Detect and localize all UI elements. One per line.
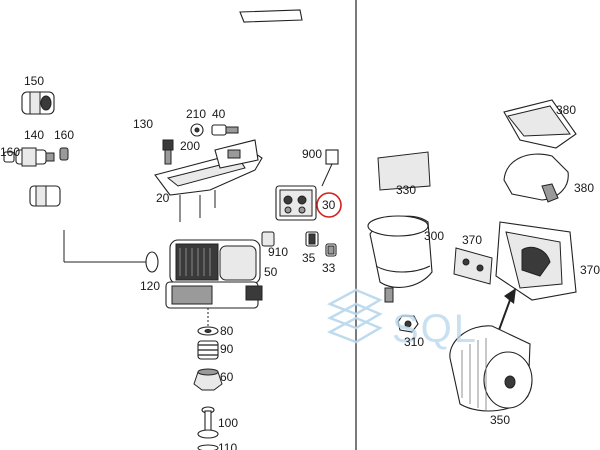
- callout-33: 33: [322, 261, 336, 275]
- callout-160-left: 160: [0, 145, 20, 159]
- callout-210: 210: [186, 107, 206, 121]
- clamp-160-right[interactable]: [59, 147, 69, 161]
- callout-330: 330: [396, 183, 416, 197]
- silencer-150[interactable]: [21, 91, 55, 115]
- callout-40: 40: [212, 107, 226, 121]
- callout-140: 140: [24, 128, 44, 142]
- bolt-200[interactable]: [162, 139, 174, 165]
- callout-35: 35: [302, 251, 316, 265]
- callout-90: 90: [220, 342, 234, 356]
- clamp-160-left[interactable]: [3, 151, 15, 163]
- bracket-20[interactable]: [154, 139, 263, 222]
- bracket-370-front[interactable]: [453, 247, 493, 285]
- connector-900[interactable]: [321, 149, 339, 187]
- cover-380-top[interactable]: [503, 99, 577, 149]
- housing-370[interactable]: [495, 221, 577, 301]
- filter-350[interactable]: [449, 325, 533, 412]
- callout-380-side: 380: [574, 181, 594, 195]
- callout-350: 350: [490, 413, 510, 427]
- callout-380-top: 380: [556, 103, 576, 117]
- callout-900: 900: [302, 147, 322, 161]
- callout-30: 30: [322, 198, 336, 212]
- fitting-33[interactable]: [325, 243, 337, 257]
- valve-block-30[interactable]: [275, 185, 317, 221]
- mount-60[interactable]: [193, 368, 223, 391]
- callout-120: 120: [140, 279, 160, 293]
- callout-310: 310: [404, 335, 424, 349]
- callout-100: 100: [218, 416, 238, 430]
- callout-130: 130: [133, 117, 153, 131]
- bolt-40[interactable]: [211, 124, 239, 136]
- watermark-logo-icon: [327, 288, 383, 344]
- gasket-120[interactable]: [145, 251, 159, 273]
- callout-150: 150: [24, 74, 44, 88]
- callout-300: 300: [424, 229, 444, 243]
- callout-50: 50: [264, 265, 278, 279]
- callout-80: 80: [220, 324, 234, 338]
- callout-20: 20: [156, 191, 170, 205]
- callout-30-highlight: [316, 192, 342, 218]
- callout-110: 110: [218, 441, 237, 450]
- washer-80[interactable]: [197, 326, 219, 336]
- washer-210[interactable]: [190, 123, 204, 137]
- canister-300[interactable]: [367, 215, 433, 303]
- callout-160-right: 160: [54, 128, 74, 142]
- spring-90[interactable]: [197, 340, 219, 360]
- callout-370-right: 370: [580, 263, 600, 277]
- washer-110[interactable]: [197, 444, 219, 450]
- sleeve-910[interactable]: [261, 231, 275, 247]
- air-hose-130[interactable]: [9, 9, 303, 234]
- compressor-50[interactable]: [165, 239, 263, 309]
- watermark-text: SQL: [392, 307, 478, 351]
- fitting-35[interactable]: [305, 231, 319, 247]
- callout-910: 910: [268, 245, 288, 259]
- pad-330[interactable]: [377, 151, 431, 191]
- housing-380[interactable]: [503, 153, 569, 203]
- filter-140[interactable]: [15, 147, 55, 167]
- callout-200: 200: [180, 139, 200, 153]
- callout-370-front: 370: [462, 233, 482, 247]
- pin-100[interactable]: [197, 406, 219, 439]
- callout-60: 60: [220, 370, 234, 384]
- watermark: SQL: [327, 288, 478, 351]
- inline-filter[interactable]: [29, 185, 61, 207]
- nut-310[interactable]: [397, 315, 419, 333]
